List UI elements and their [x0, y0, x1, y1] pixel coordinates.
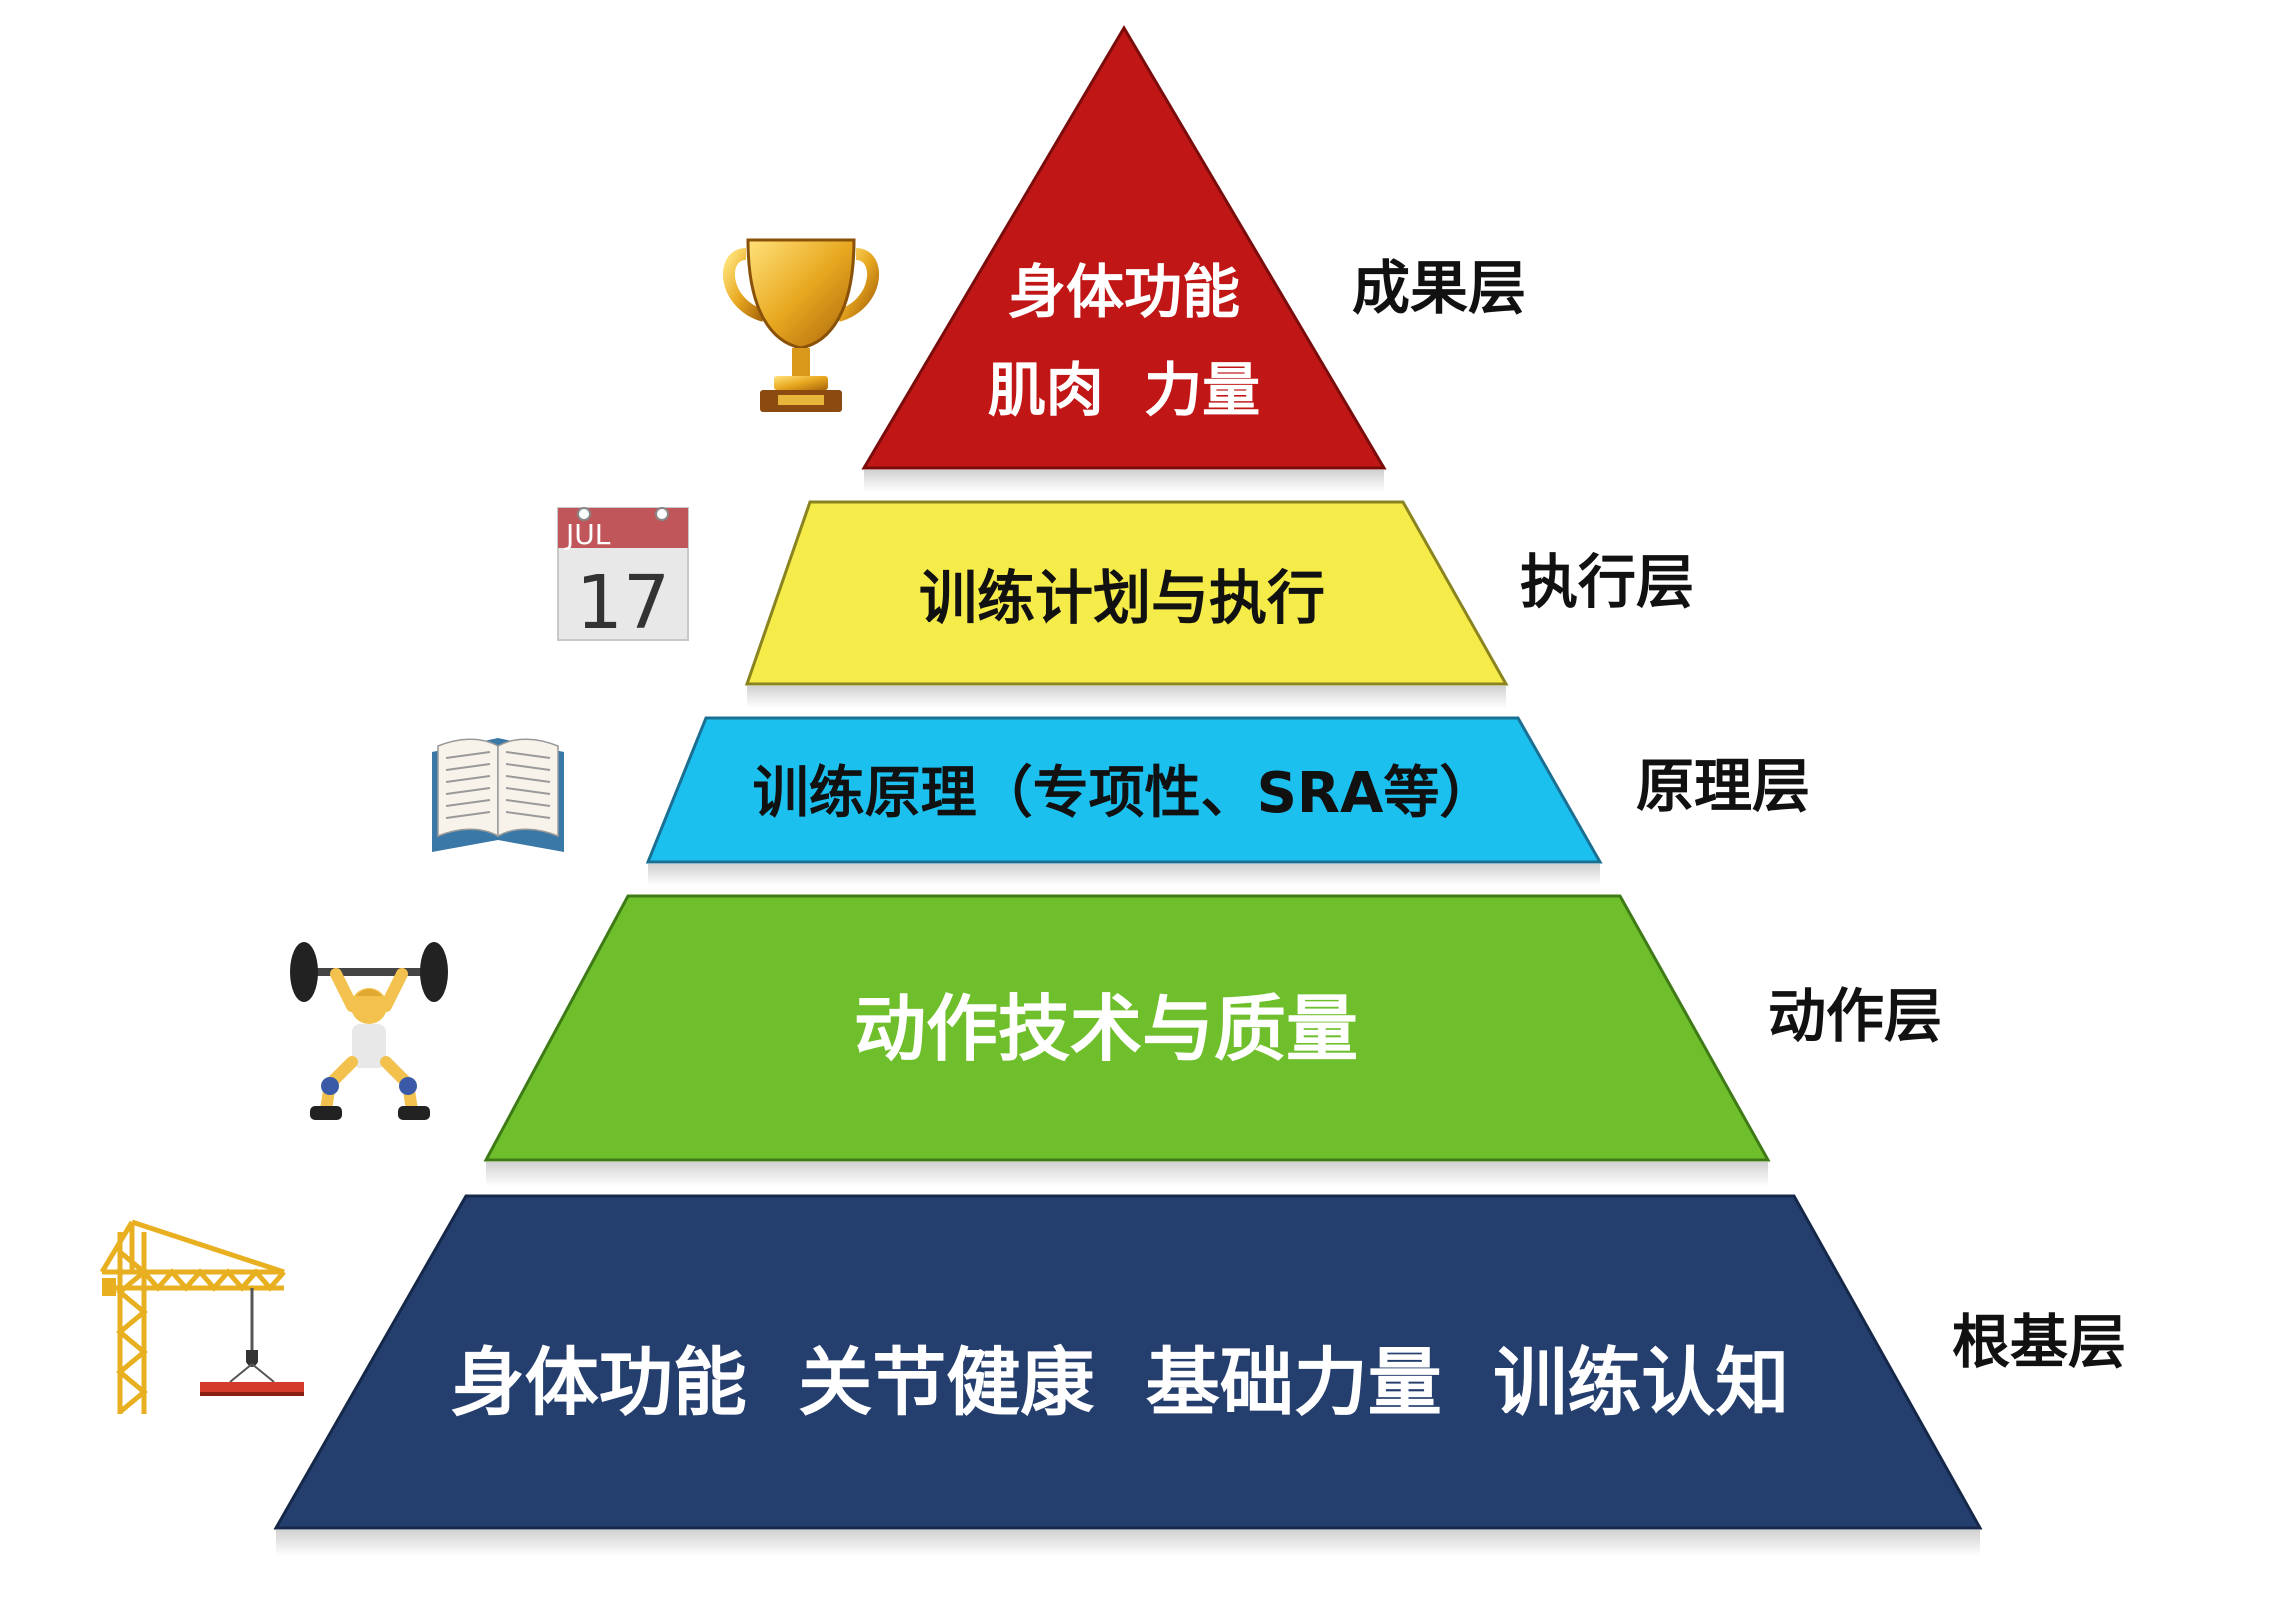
calendar-month: JUL — [564, 518, 611, 551]
layer-outcome-reflection — [864, 470, 1384, 492]
calendar-icon: JUL 17 — [557, 507, 689, 646]
layer-execution-reflection — [747, 686, 1506, 708]
layer-execution-shape — [744, 500, 1509, 686]
layer-movement-shape — [483, 894, 1771, 1162]
layer-movement: 动作技术与质量 — [483, 894, 1771, 1186]
construction-crane-icon — [99, 1219, 304, 1414]
side-label-outcome: 成果层 — [1352, 254, 1526, 322]
layer-principle-shape — [645, 716, 1603, 864]
layer-movement-reflection — [486, 1162, 1768, 1186]
layer-outcome-shape — [861, 25, 1387, 470]
side-label-foundation: 根基层 — [1952, 1308, 2126, 1376]
side-label-principle: 原理层 — [1636, 752, 1810, 820]
layer-foundation-shape — [273, 1194, 1983, 1530]
layer-execution: 训练计划与执行 — [744, 500, 1509, 708]
side-label-movement: 动作层 — [1768, 982, 1942, 1050]
calendar-day: 17 — [576, 560, 670, 646]
layer-foundation: 身体功能 关节健康 基础力量 训练认知 — [273, 1194, 1983, 1556]
layer-movement-line-1: 动作技术与质量 — [854, 987, 1358, 1071]
layer-principle-reflection — [648, 864, 1600, 886]
layer-foundation-reflection — [276, 1530, 1980, 1556]
weightlifter-icon — [290, 942, 448, 1120]
layer-principle-line-1: 训练原理（专项性、SRA等） — [753, 761, 1496, 826]
side-label-execution: 执行层 — [1520, 548, 1694, 616]
layer-outcome-line-1: 身体功能 — [1008, 258, 1240, 326]
layer-execution-line-1: 训练计划与执行 — [919, 564, 1325, 632]
layer-foundation-line-1: 身体功能 关节健康 基础力量 训练认知 — [451, 1340, 1790, 1426]
layer-principle: 训练原理（专项性、SRA等） — [645, 716, 1603, 886]
layer-outcome: 身体功能 肌肉 力量 — [861, 25, 1387, 492]
trophy-icon — [723, 238, 879, 412]
open-book-icon — [432, 738, 564, 852]
layer-outcome-line-2: 肌肉 力量 — [988, 356, 1260, 424]
